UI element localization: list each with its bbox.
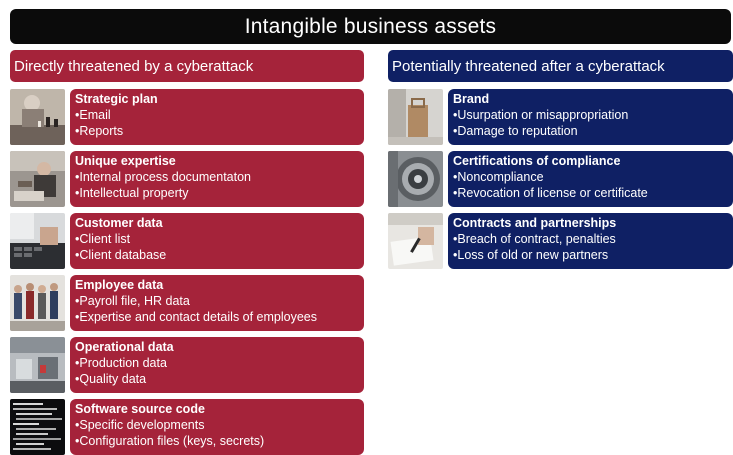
asset-bullet: •Reports: [75, 124, 124, 138]
keyboard-photo: [10, 213, 65, 269]
asset-card: Employee data •Payroll file, HR data •Ex…: [70, 275, 364, 331]
asset-title: Software source code: [75, 402, 205, 416]
employees-photo: [10, 275, 65, 331]
machine-photo: [388, 151, 443, 207]
asset-card: Brand •Usurpation or misappropriation •D…: [448, 89, 733, 145]
asset-title: Brand: [453, 92, 490, 106]
asset-bullet: •Breach of contract, penalties: [453, 232, 616, 246]
factory-photo: [10, 337, 65, 393]
signing-photo: [388, 213, 443, 269]
asset-title: Unique expertise: [75, 154, 176, 168]
asset-row-operational-data: Operational data •Production data •Quali…: [10, 337, 364, 393]
workshop-photo: [10, 151, 65, 207]
asset-bullet: •Payroll file, HR data: [75, 294, 190, 308]
source-code-photo: [10, 399, 65, 455]
asset-bullet: •Client list: [75, 232, 131, 246]
asset-bullet: •Noncompliance: [453, 170, 544, 184]
asset-row-brand: Brand •Usurpation or misappropriation •D…: [388, 89, 733, 145]
asset-bullet: •Intellectual property: [75, 186, 189, 200]
paper-bag-photo: [388, 89, 443, 145]
asset-bullet: •Configuration files (keys, secrets): [75, 434, 265, 448]
asset-title: Operational data: [75, 340, 174, 354]
directly-threatened-header: Directly threatened by a cyberattack: [10, 50, 364, 82]
asset-bullet: •Loss of old or new partners: [453, 248, 609, 262]
asset-row-contracts: Contracts and partnerships •Breach of co…: [388, 213, 733, 269]
asset-bullet: •Revocation of license or certificate: [453, 186, 648, 200]
asset-bullet: •Damage to reputation: [453, 124, 578, 138]
asset-card: Unique expertise •Internal process docum…: [70, 151, 364, 207]
asset-card: Operational data •Production data •Quali…: [70, 337, 364, 393]
chess-photo: [10, 89, 65, 145]
asset-title: Certifications of compliance: [453, 154, 621, 168]
asset-title: Strategic plan: [75, 92, 158, 106]
asset-bullet: •Quality data: [75, 372, 147, 386]
asset-bullet: •Production data: [75, 356, 167, 370]
asset-title: Employee data: [75, 278, 164, 292]
asset-bullet: •Internal process documentaton: [75, 170, 252, 184]
asset-row-certifications: Certifications of compliance •Noncomplia…: [388, 151, 733, 207]
asset-bullet: •Client database: [75, 248, 167, 262]
asset-title: Customer data: [75, 216, 163, 230]
asset-card: Software source code •Specific developme…: [70, 399, 364, 455]
asset-card: Strategic plan •Email •Reports: [70, 89, 364, 145]
asset-bullet: •Usurpation or misappropriation: [453, 108, 629, 122]
asset-card: Contracts and partnerships •Breach of co…: [448, 213, 733, 269]
asset-bullet: •Email: [75, 108, 111, 122]
asset-title: Contracts and partnerships: [453, 216, 617, 230]
asset-row-strategic-plan: Strategic plan •Email •Reports: [10, 89, 364, 145]
potentially-threatened-header: Potentially threatened after a cyberatta…: [388, 50, 733, 82]
asset-row-customer-data: Customer data •Client list •Client datab…: [10, 213, 364, 269]
asset-bullet: •Specific developments: [75, 418, 205, 432]
asset-row-unique-expertise: Unique expertise •Internal process docum…: [10, 151, 364, 207]
asset-card: Customer data •Client list •Client datab…: [70, 213, 364, 269]
asset-card: Certifications of compliance •Noncomplia…: [448, 151, 733, 207]
asset-row-employee-data: Employee data •Payroll file, HR data •Ex…: [10, 275, 364, 331]
page-title: Intangible business assets: [10, 9, 731, 44]
asset-bullet: •Expertise and contact details of employ…: [75, 310, 318, 324]
asset-row-software-source-code: Software source code •Specific developme…: [10, 399, 364, 455]
